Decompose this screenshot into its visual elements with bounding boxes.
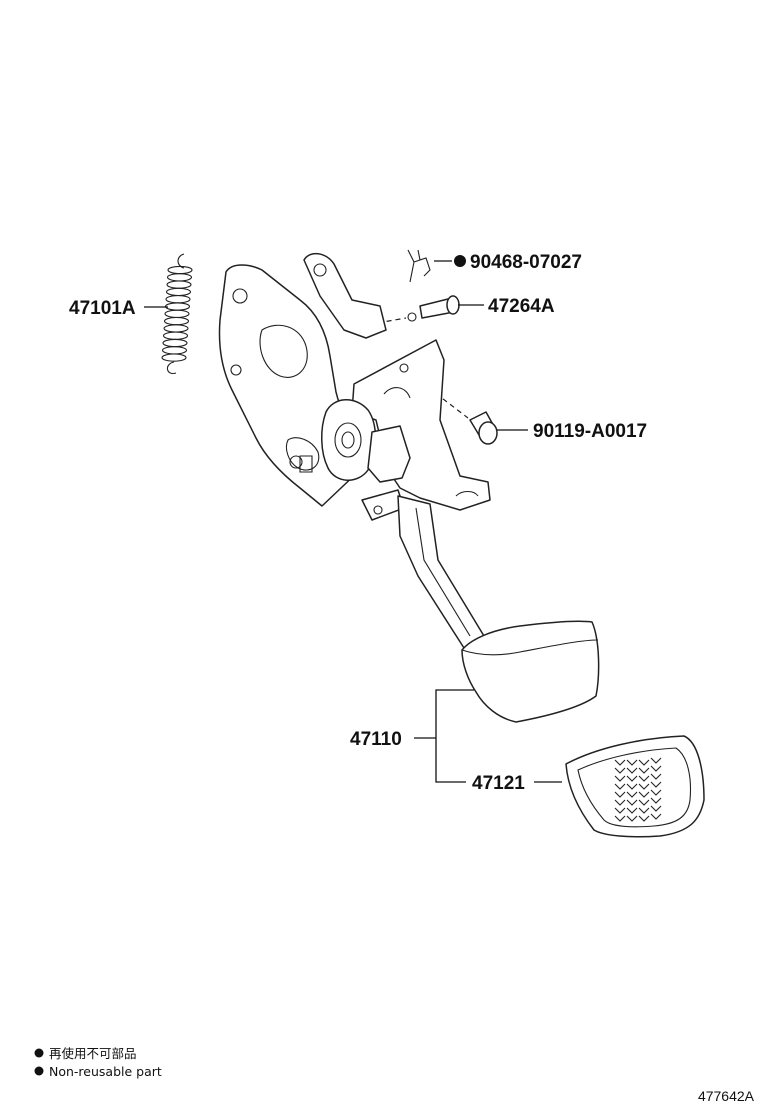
tread-mark (626, 807, 638, 814)
legend-dot-icon (34, 1048, 44, 1058)
callout-pad: 47121 (472, 773, 525, 794)
tread-mark (614, 815, 626, 822)
tread-mark (650, 773, 662, 780)
spring-coil (166, 280, 192, 289)
clip-part (407, 249, 431, 283)
tread-mark (638, 783, 650, 790)
tread-mark (650, 757, 662, 764)
tread-mark (626, 783, 638, 790)
spring-coil (166, 273, 193, 282)
tread-mark (626, 815, 638, 822)
spring-coil (162, 331, 189, 340)
figure-code: 477642A (698, 1088, 755, 1104)
return-spring (161, 253, 193, 375)
leader-lines (144, 260, 562, 783)
tread-mark (650, 765, 662, 772)
spring-coil (164, 302, 191, 311)
spring-coil (163, 324, 189, 333)
callout-clip: 90468-07027 (470, 252, 582, 273)
tread-mark (614, 807, 626, 814)
legend-english: Non-reusable part (49, 1064, 162, 1079)
pedal-pad (565, 735, 705, 838)
callout-spring: 47101A (69, 298, 136, 319)
tread-mark (614, 759, 626, 766)
tread-mark (626, 759, 638, 766)
callout-bolt: 90119-A0017 (533, 421, 647, 442)
tread-mark (638, 815, 650, 822)
tread-mark (626, 791, 638, 798)
tread-mark (638, 799, 650, 806)
callout-pedal-assy: 47110 (350, 729, 402, 750)
tread-mark (626, 767, 638, 774)
pedal-bracket (218, 252, 491, 521)
tread-mark (614, 775, 626, 782)
pedal-arm (397, 495, 485, 649)
tread-mark (626, 799, 638, 806)
tread-mark (650, 813, 662, 820)
spring-coil (165, 287, 192, 297)
legend-japanese: 再使用不可部品 (49, 1046, 137, 1061)
tread-mark (614, 767, 626, 774)
tread-mark (638, 807, 650, 814)
spring-coil (162, 338, 188, 348)
spring-coil (163, 316, 190, 326)
callout-pin: 47264A (488, 296, 555, 317)
tread-mark (626, 775, 638, 782)
bolt-part (399, 365, 498, 445)
spring-coil (164, 309, 190, 318)
legend-dot-icon (34, 1066, 44, 1076)
non-reusable-dot-icon (454, 255, 466, 267)
tread-mark (650, 789, 662, 796)
spring-coil (167, 265, 193, 275)
tread-mark (650, 805, 662, 812)
spring-coil (161, 353, 187, 362)
tread-mark (614, 783, 626, 790)
tread-mark (638, 775, 650, 782)
tread-mark (638, 767, 650, 774)
spring-coil (161, 346, 188, 355)
tread-mark (614, 799, 626, 806)
tread-mark (638, 759, 650, 766)
pedal-foot-plate (461, 620, 600, 723)
tread-mark (650, 797, 662, 804)
tread-mark (650, 781, 662, 788)
spring-coil (165, 295, 191, 304)
tread-mark (614, 791, 626, 798)
tread-mark (638, 791, 650, 798)
legend: 再使用不可部品 Non-reusable part (34, 1046, 162, 1079)
